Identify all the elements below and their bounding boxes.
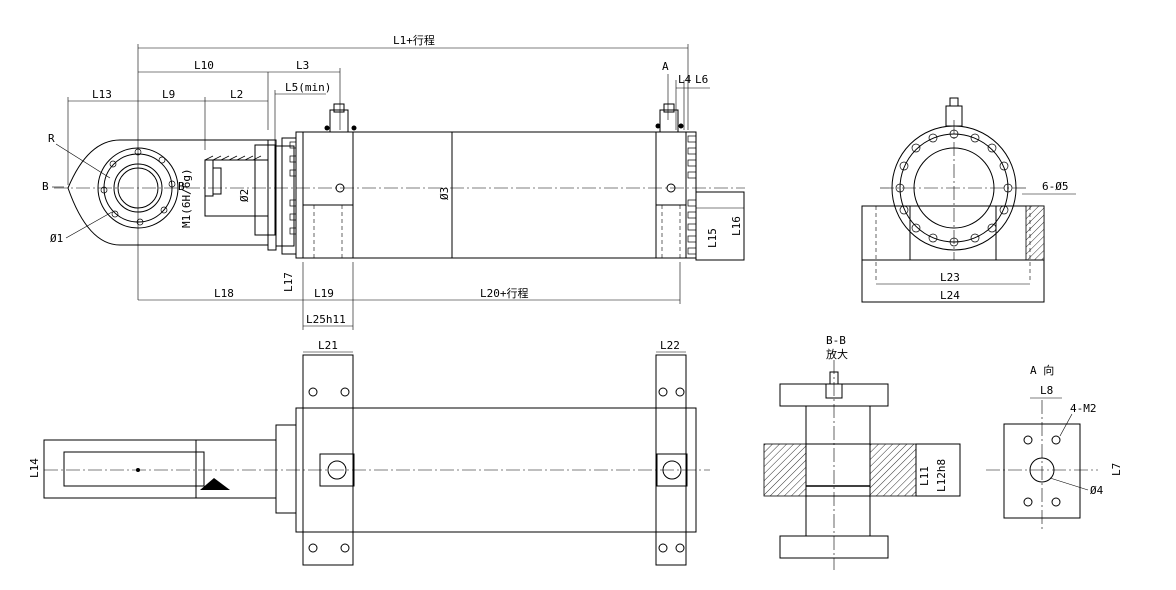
- label-l16: L16: [730, 216, 743, 236]
- label-l13: L13: [92, 88, 112, 101]
- label-l5: L5(min): [285, 81, 331, 94]
- end-view: 6-Ø5 L23 L24: [861, 97, 1076, 303]
- label-l7: L7: [1110, 463, 1123, 476]
- label-l23: L23: [940, 271, 960, 284]
- label-l25: L25h11: [306, 313, 346, 326]
- label-6-d5: 6-Ø5: [1042, 180, 1069, 193]
- label-l18: L18: [214, 287, 234, 300]
- label-l10: L10: [194, 59, 214, 72]
- section-sub: 放大: [826, 347, 848, 361]
- label-d2: Ø2: [238, 189, 251, 202]
- label-a: A: [662, 60, 669, 73]
- label-l1: L1+行程: [393, 34, 435, 47]
- a-view: A 向 L8 4-M2 Ø4 L7: [986, 363, 1123, 530]
- label-l24: L24: [940, 289, 960, 302]
- label-l4: L4: [678, 73, 692, 86]
- label-l19: L19: [314, 287, 334, 300]
- label-l9: L9: [162, 88, 175, 101]
- label-l12: L12h8: [935, 459, 948, 492]
- label-4-m2: 4-M2: [1070, 402, 1097, 415]
- label-b-right: B: [178, 180, 185, 193]
- front-view: L1+行程 L10 L3 L5(min) L13 L9 L2 A L4 L6: [42, 34, 745, 330]
- label-d4: Ø4: [1090, 484, 1104, 497]
- view-a-label: A 向: [1030, 363, 1054, 377]
- top-view: L21 L22 L14: [28, 339, 710, 566]
- label-l2: L2: [230, 88, 243, 101]
- label-l6: L6: [695, 73, 708, 86]
- label-m1: M1(6H/6g): [180, 168, 193, 228]
- label-l15: L15: [706, 228, 719, 248]
- label-l8: L8: [1040, 384, 1053, 397]
- label-d1: Ø1: [50, 232, 63, 245]
- label-b-left: B: [42, 180, 49, 193]
- label-l22: L22: [660, 339, 680, 352]
- label-l3: L3: [296, 59, 309, 72]
- label-l11: L11: [918, 466, 931, 486]
- label-l21: L21: [318, 339, 338, 352]
- section-bb: B-B 放大 L11 L12h8: [763, 334, 961, 570]
- label-l14: L14: [28, 458, 41, 478]
- section-title: B-B: [826, 334, 846, 347]
- label-r: R: [48, 132, 55, 145]
- label-l17: L17: [282, 272, 295, 292]
- label-l20: L20+行程: [480, 287, 529, 300]
- label-d3: Ø3: [438, 187, 451, 200]
